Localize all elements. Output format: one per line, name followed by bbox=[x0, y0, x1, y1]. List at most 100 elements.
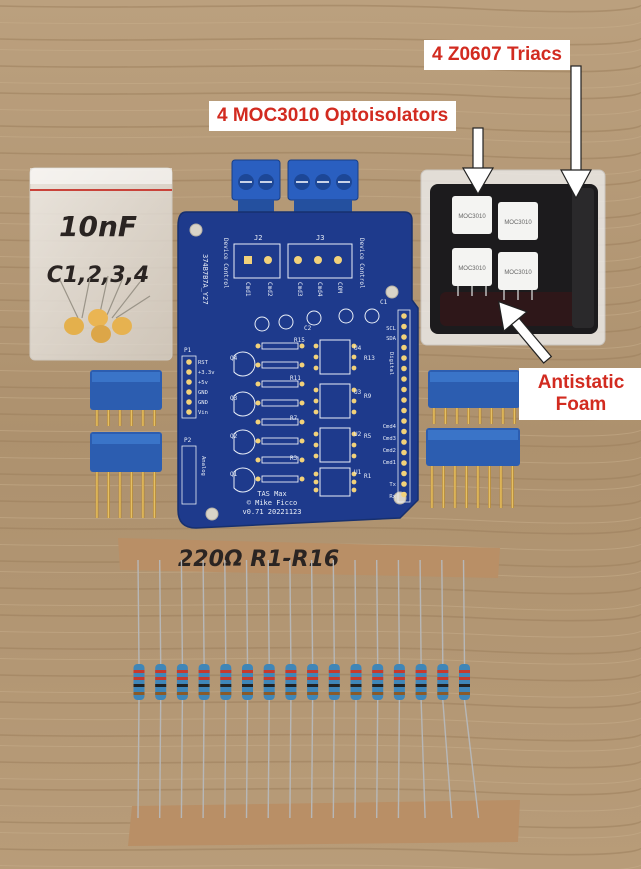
pcb-pin-5v: +5v bbox=[198, 380, 209, 386]
resistor-lead bbox=[310, 699, 314, 819]
pcb-pad bbox=[313, 409, 319, 415]
pcb-pad bbox=[255, 476, 261, 482]
resistor-lead bbox=[332, 559, 335, 665]
resistor-band bbox=[285, 684, 297, 687]
resistor-band bbox=[350, 677, 362, 680]
resistor-band bbox=[220, 677, 232, 680]
resistor-band bbox=[393, 692, 405, 695]
resistor-band bbox=[263, 677, 275, 680]
resistor-band bbox=[285, 692, 297, 695]
header-pin bbox=[107, 410, 110, 426]
header-pin bbox=[442, 466, 445, 508]
pcb-pad bbox=[313, 431, 319, 437]
header-pin bbox=[499, 466, 503, 508]
resistor-band bbox=[393, 684, 405, 687]
header-pin bbox=[511, 466, 514, 508]
pcb-pin-sda: SDA bbox=[386, 336, 397, 342]
resistor-band bbox=[459, 692, 470, 695]
triac-chip: MOC3010 bbox=[498, 202, 538, 240]
resistor-band bbox=[176, 692, 188, 695]
resistor-lead bbox=[462, 559, 466, 665]
pcb-cmd3-label: Cmd3 bbox=[296, 282, 303, 297]
resistor-band bbox=[328, 670, 340, 673]
resistor-lead bbox=[419, 559, 422, 665]
pcb-pad bbox=[313, 354, 319, 360]
resistor-lead bbox=[376, 559, 379, 665]
pcb-ref-r13: R13 bbox=[364, 355, 375, 362]
pcb-pin-cmd4: Cmd4 bbox=[383, 424, 397, 430]
resistor-band bbox=[155, 684, 167, 687]
pcb-cmd1-label: Cmd1 bbox=[244, 282, 251, 297]
pcb-cmd2-label: Cmd2 bbox=[266, 282, 273, 297]
pcb-pad bbox=[351, 442, 357, 448]
resistor-band bbox=[372, 692, 384, 695]
resistor-band bbox=[350, 692, 362, 695]
resistor-lead bbox=[267, 559, 270, 665]
resistor-lead bbox=[354, 559, 357, 665]
pcb-footer-version: v0.71 20221123 bbox=[242, 508, 301, 516]
arrow-triacs bbox=[559, 65, 593, 200]
pcb-pad bbox=[401, 428, 407, 435]
header-pin bbox=[467, 408, 470, 424]
resistor-lead bbox=[420, 699, 426, 819]
resistor-band bbox=[133, 684, 145, 687]
resistor-footprint bbox=[261, 456, 299, 464]
pcb-pad bbox=[351, 409, 357, 415]
callout-triacs: 4 Z0607 Triacs bbox=[424, 40, 570, 70]
resistor-band bbox=[415, 677, 427, 680]
pcb-ref-q4: Q4 bbox=[230, 355, 238, 362]
pcb-pin-cmd3: Cmd3 bbox=[383, 436, 396, 442]
resistor-lead bbox=[397, 699, 401, 819]
resistor-band bbox=[263, 692, 275, 695]
resistor-lead bbox=[245, 559, 249, 665]
pcb-device-control-left: Device Control bbox=[222, 238, 229, 289]
pcb-footer-name: TAS Max bbox=[257, 490, 287, 498]
pcb-ref-q1: Q1 bbox=[230, 471, 238, 478]
resistor-lead bbox=[202, 699, 205, 819]
left-header-top bbox=[90, 370, 162, 426]
resistor-lead bbox=[202, 559, 205, 665]
resistor-footprint bbox=[261, 475, 299, 483]
header-pin bbox=[488, 466, 491, 508]
resistor-band bbox=[242, 670, 253, 673]
pcb-pad bbox=[401, 334, 407, 340]
pcb-pad bbox=[313, 398, 319, 404]
pcb-pad bbox=[313, 343, 319, 349]
resistor-lead bbox=[289, 559, 292, 665]
resistor-band bbox=[393, 670, 405, 673]
pcb-pad bbox=[299, 362, 305, 368]
pcb-p1-label: P1 bbox=[184, 347, 192, 354]
capacitor bbox=[91, 325, 111, 343]
triac-package bbox=[572, 188, 594, 328]
pcb-pad bbox=[299, 476, 305, 482]
pcb-pin-vin: Vin bbox=[198, 410, 208, 416]
resistor-lead bbox=[441, 559, 444, 665]
resistor-band bbox=[393, 677, 405, 680]
resistor-band bbox=[242, 684, 253, 687]
pcb-pad bbox=[255, 400, 261, 406]
pcb-pad bbox=[299, 400, 305, 406]
resistor-footprint bbox=[261, 342, 299, 350]
pcb-pad bbox=[255, 343, 261, 349]
header-pin bbox=[430, 466, 434, 508]
pcb-ref-u3: U3 bbox=[354, 389, 362, 396]
resistor-band bbox=[176, 670, 188, 673]
header-pin bbox=[130, 472, 133, 518]
pcb-pad bbox=[401, 397, 407, 403]
pcb-pad bbox=[313, 442, 319, 448]
capacitor bbox=[64, 317, 84, 335]
resistor-band bbox=[220, 692, 232, 695]
pcb-ref-u1: U1 bbox=[354, 469, 362, 476]
header-pin bbox=[501, 408, 505, 424]
header-pin bbox=[432, 408, 436, 424]
resistor-band bbox=[372, 670, 384, 673]
triac-chip: MOC3010 bbox=[498, 252, 538, 290]
resistor-band bbox=[459, 677, 470, 680]
svg-text:MOC3010: MOC3010 bbox=[504, 270, 532, 276]
pcb-board: 374B7B7A_Y27 J2 J3 Device Control Device… bbox=[177, 211, 419, 529]
resistor-strip: 220Ω R1-R16 bbox=[118, 538, 520, 846]
pcb-pad bbox=[186, 379, 192, 385]
pcb-pad bbox=[299, 419, 305, 425]
pcb-pad bbox=[401, 481, 407, 487]
